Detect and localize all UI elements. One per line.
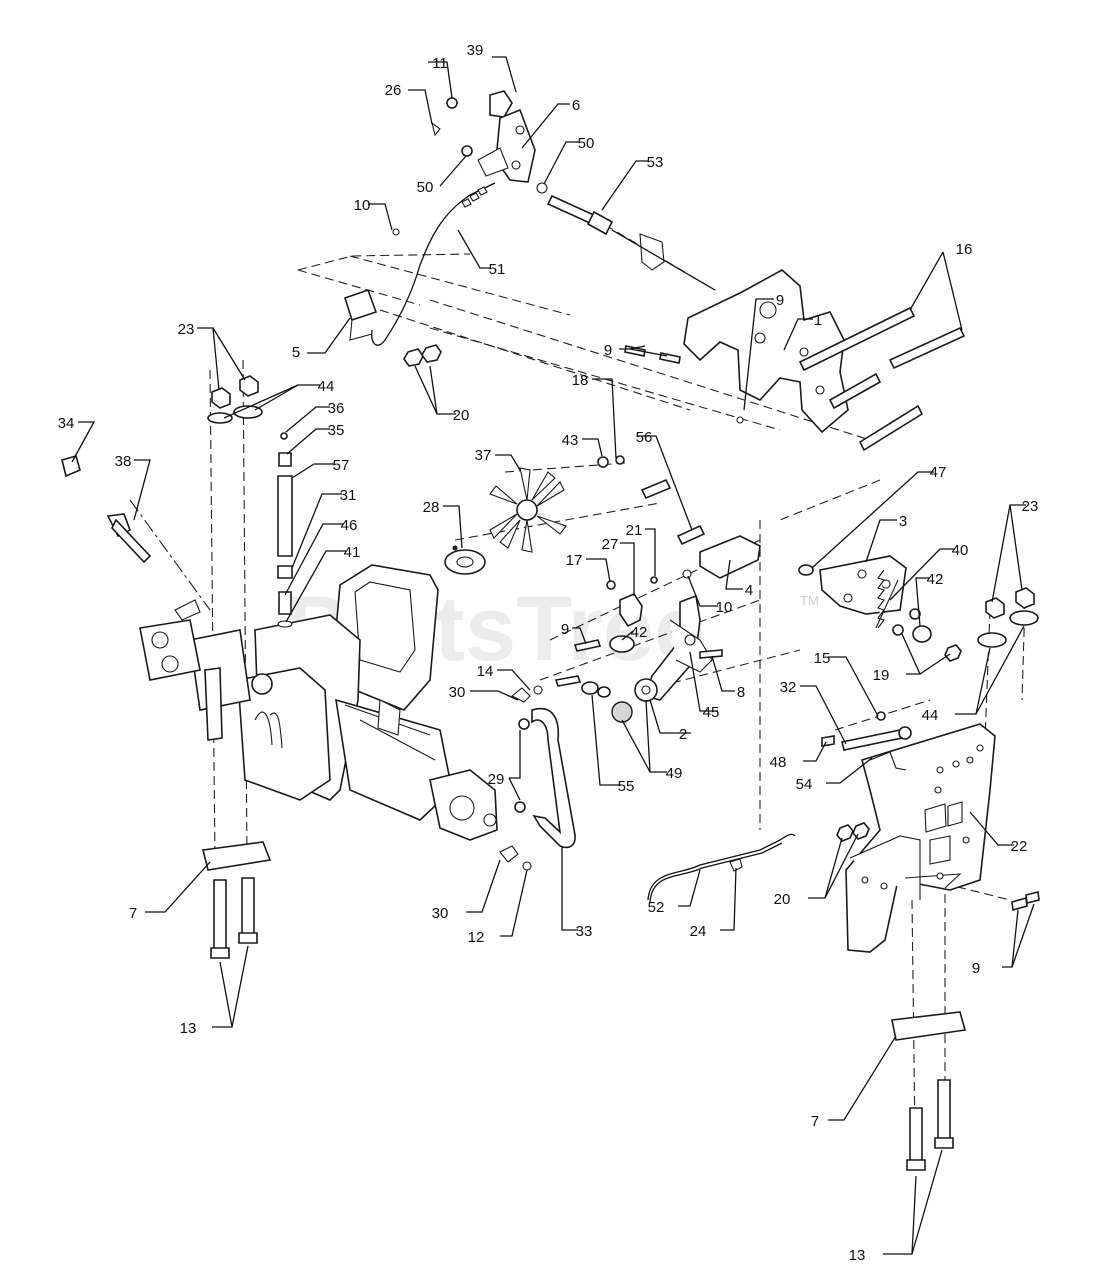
callout-c-53: 53 xyxy=(647,154,664,171)
callout-c-42a: 42 xyxy=(927,571,944,588)
nuts-20-top xyxy=(403,344,442,367)
callout-c-26: 26 xyxy=(385,82,402,99)
leader-lines xyxy=(71,56,1035,1255)
callout-c-48: 48 xyxy=(770,754,787,771)
bracket-4 xyxy=(682,535,761,579)
callout-c-46: 46 xyxy=(341,517,358,534)
transaxle-assembly xyxy=(139,564,498,841)
callout-c-57: 57 xyxy=(333,457,350,474)
callout-c-8: 8 xyxy=(737,684,745,701)
callout-c-24: 24 xyxy=(690,923,707,940)
callout-c-13a: 13 xyxy=(180,1020,197,1037)
callout-c-43: 43 xyxy=(562,432,579,449)
callout-c-36: 36 xyxy=(328,400,345,417)
callout-c-30b: 30 xyxy=(432,905,449,922)
callout-c-14: 14 xyxy=(477,663,494,680)
callout-c-32: 32 xyxy=(780,679,797,696)
callout-c-9c: 9 xyxy=(561,621,569,638)
drain-plug xyxy=(61,455,201,621)
callout-c-38: 38 xyxy=(115,453,132,470)
callout-c-4: 4 xyxy=(745,582,753,599)
callout-c-40: 40 xyxy=(952,542,969,559)
shift-rod xyxy=(647,833,796,903)
hose-assembly xyxy=(499,685,576,871)
callout-c-7a: 7 xyxy=(129,905,137,922)
throttle-lever xyxy=(431,90,536,183)
pin-56 xyxy=(640,478,706,546)
callout-c-23b: 23 xyxy=(1022,498,1039,515)
callout-c-9b: 9 xyxy=(604,342,612,359)
front-bracket xyxy=(683,269,849,434)
callout-c-39: 39 xyxy=(467,42,484,59)
callout-c-3: 3 xyxy=(899,513,907,530)
callout-c-7b: 7 xyxy=(811,1113,819,1130)
plate-7-left xyxy=(202,841,272,959)
callout-c-47: 47 xyxy=(930,464,947,481)
callout-c-44a: 44 xyxy=(318,378,335,395)
callout-c-18: 18 xyxy=(572,372,589,389)
callout-c-15: 15 xyxy=(814,650,831,667)
callout-c-27: 27 xyxy=(602,536,619,553)
callout-c-31: 31 xyxy=(340,487,357,504)
callout-c-5: 5 xyxy=(292,344,300,361)
callout-c-6: 6 xyxy=(572,97,580,114)
callout-c-23a: 23 xyxy=(178,321,195,338)
callout-c-34: 34 xyxy=(58,415,75,432)
callout-c-55: 55 xyxy=(618,778,635,795)
callout-c-1: 1 xyxy=(814,312,822,329)
callout-c-45: 45 xyxy=(703,704,720,721)
callout-c-13b: 13 xyxy=(849,1247,866,1264)
callout-c-51: 51 xyxy=(489,261,506,278)
callout-c-41: 41 xyxy=(344,544,361,561)
callout-c-50a: 50 xyxy=(578,135,595,152)
callout-c-9d: 9 xyxy=(972,960,980,977)
throttle-cable xyxy=(371,182,548,346)
callout-c-10b: 10 xyxy=(716,599,733,616)
callout-c-17: 17 xyxy=(566,552,583,569)
callout-c-9a: 9 xyxy=(776,292,784,309)
callout-c-20b: 20 xyxy=(774,891,791,908)
callout-c-19: 19 xyxy=(873,667,890,684)
watermark-tm: TM xyxy=(800,593,819,608)
rear-mount-plate xyxy=(845,723,996,953)
callout-c-21: 21 xyxy=(626,522,643,539)
plate-7-right xyxy=(891,1011,967,1171)
callout-c-11: 11 xyxy=(432,55,448,72)
callout-c-22: 22 xyxy=(1011,838,1028,855)
idler-bracket-3 xyxy=(798,555,962,662)
callout-c-33: 33 xyxy=(576,923,593,940)
callout-c-56: 56 xyxy=(636,429,653,446)
fill-tube-stack xyxy=(277,432,293,628)
pulley-28 xyxy=(444,545,486,575)
nuts-23-right xyxy=(977,587,1039,648)
bolts-9-right xyxy=(1011,891,1040,912)
callout-c-29: 29 xyxy=(488,771,505,788)
callout-c-54: 54 xyxy=(796,776,813,793)
part-art xyxy=(61,90,1040,1171)
callout-c-50b: 50 xyxy=(417,179,434,196)
callout-c-10a: 10 xyxy=(354,197,371,214)
callout-c-30a: 30 xyxy=(449,684,466,701)
nuts-23-left xyxy=(207,375,263,424)
callout-c-2: 2 xyxy=(679,726,687,743)
callout-c-49: 49 xyxy=(666,765,683,782)
cable-bracket xyxy=(344,228,400,341)
callout-c-20a: 20 xyxy=(453,407,470,424)
callout-c-28: 28 xyxy=(423,499,440,516)
control-link xyxy=(821,711,912,842)
callout-c-37: 37 xyxy=(475,447,492,464)
callout-c-12: 12 xyxy=(468,929,485,946)
callout-c-16: 16 xyxy=(956,241,973,258)
callout-c-52: 52 xyxy=(648,899,665,916)
long-bolts xyxy=(798,306,966,452)
washers-43 xyxy=(597,455,625,468)
callout-c-35: 35 xyxy=(328,422,345,439)
callout-c-44b: 44 xyxy=(922,707,939,724)
cooling-fan xyxy=(489,467,567,553)
control-rod xyxy=(546,194,716,291)
callout-c-42b: 42 xyxy=(631,624,648,641)
